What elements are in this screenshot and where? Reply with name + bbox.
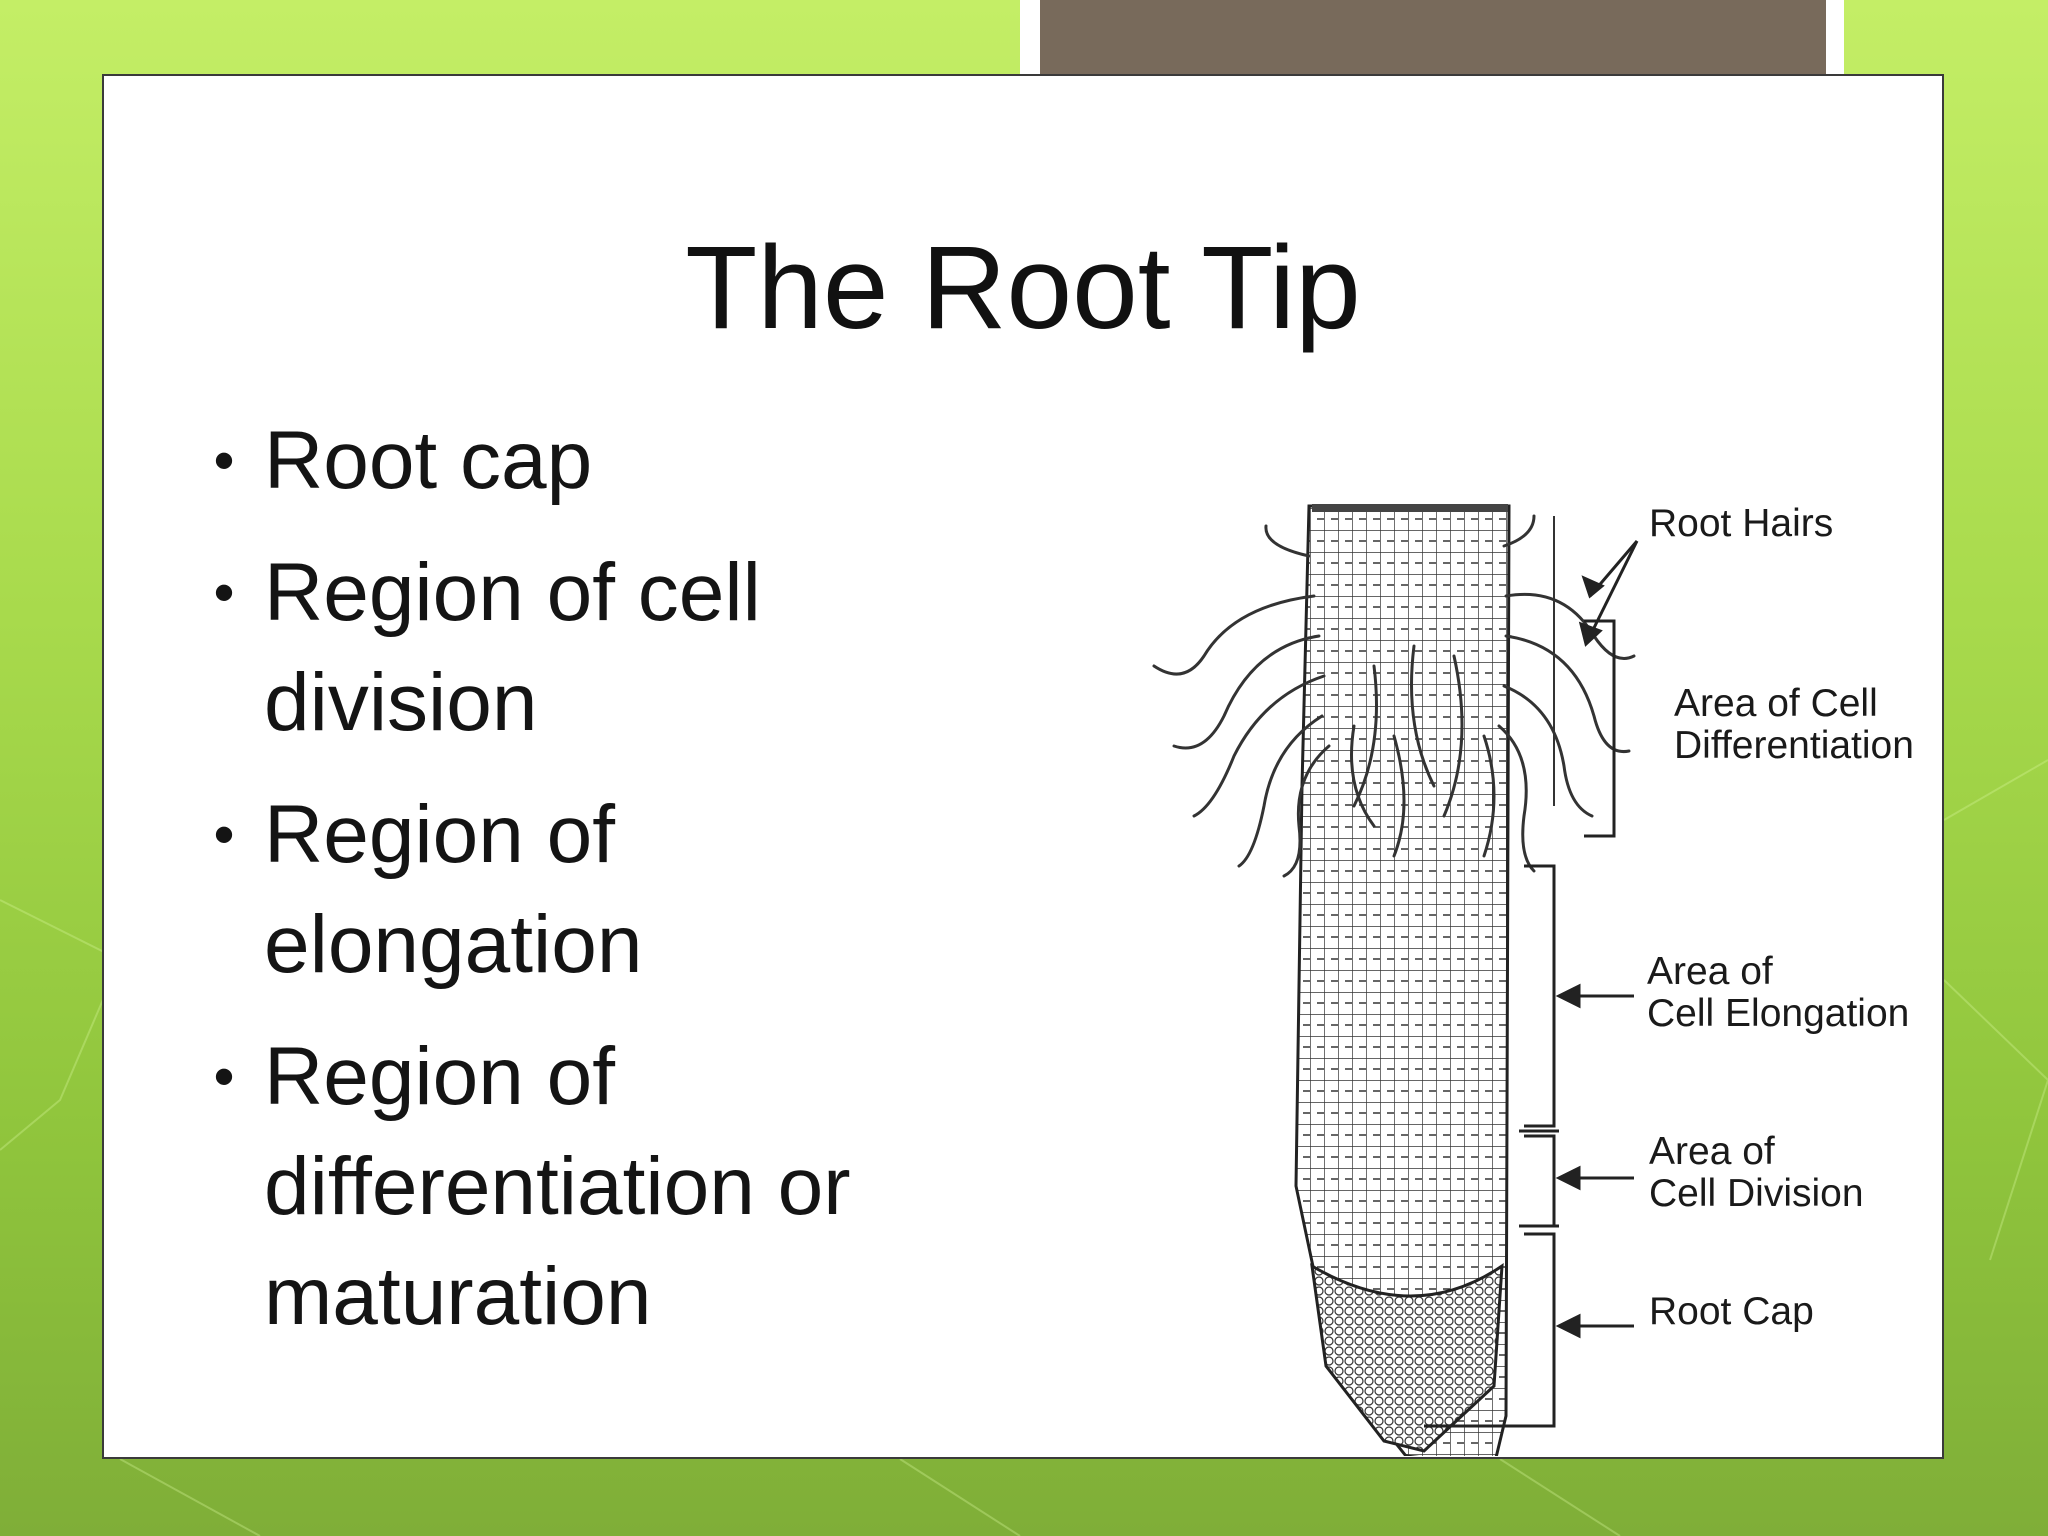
- bullet-text: maturation: [264, 1251, 652, 1342]
- bullet-dot: •: [213, 801, 235, 868]
- bullet-dot: •: [213, 1043, 235, 1110]
- bullet-text: Region of: [264, 789, 616, 880]
- bullet-list: • Root cap • Region of cell division • R…: [184, 406, 1084, 1374]
- label-division-line2: Cell Division: [1649, 1172, 1864, 1215]
- bullet-text: differentiation or: [264, 1141, 851, 1232]
- bullet-differentiation: • Region of differentiation or maturatio…: [184, 1022, 1084, 1352]
- bullet-elongation: • Region of elongation: [184, 780, 1084, 1000]
- root-body: [1294, 504, 1555, 1456]
- arrows: [1555, 540, 1639, 1339]
- bullet-text: Root cap: [264, 415, 593, 506]
- slide-title: The Root Tip: [685, 222, 1361, 354]
- bullet-dot: •: [213, 559, 235, 626]
- label-root-cap: Root Cap: [1649, 1290, 1814, 1333]
- bullet-root-cap: • Root cap: [184, 406, 1084, 516]
- label-root-hairs: Root Hairs: [1649, 502, 1833, 545]
- root-tip-diagram: Root Hairs Area of Cell Differentiation …: [1152, 502, 1914, 1456]
- bullet-text: Region of: [264, 1031, 616, 1122]
- bullet-text: division: [264, 657, 538, 748]
- bullet-dot: •: [213, 427, 235, 494]
- label-differentiation-line2: Differentiation: [1674, 724, 1914, 767]
- root-hairs: [1152, 514, 1636, 878]
- label-division-line1: Area of: [1649, 1130, 1775, 1173]
- label-elongation-line1: Area of: [1647, 950, 1773, 993]
- label-differentiation-line1: Area of Cell: [1674, 682, 1878, 725]
- bullet-cell-division: • Region of cell division: [184, 538, 1084, 758]
- bullet-text: elongation: [264, 899, 643, 990]
- label-elongation-line2: Cell Elongation: [1647, 992, 1909, 1035]
- slide-panel: The Root Tip • Root cap • Region of cell…: [102, 74, 1944, 1459]
- bullet-text: Region of cell: [264, 547, 761, 638]
